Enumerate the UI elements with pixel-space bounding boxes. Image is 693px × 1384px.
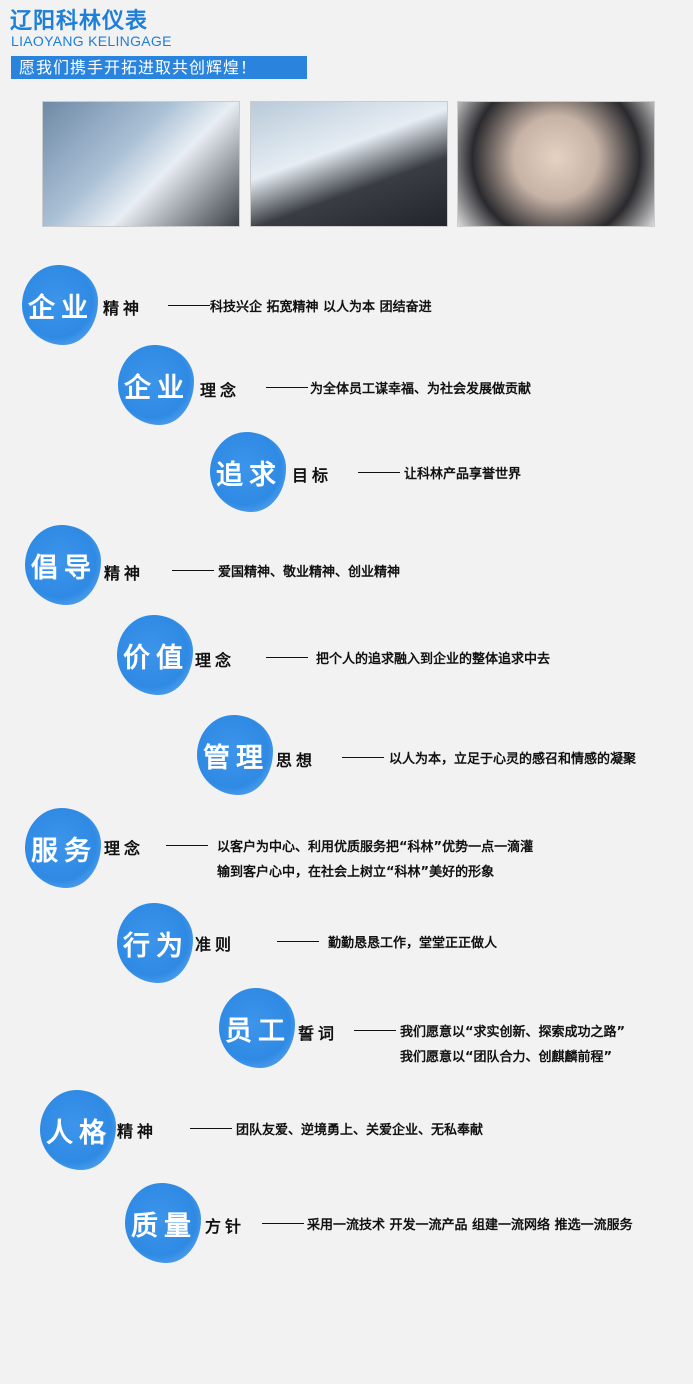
dash-divider bbox=[168, 305, 210, 306]
item-subtitle: 理念 bbox=[200, 381, 241, 400]
dash-divider bbox=[266, 387, 308, 388]
item-text: 勤勤恳恳工作，堂堂正正做人 bbox=[328, 936, 498, 951]
item-text: 为全体员工谋幸福、为社会发展做贡献 bbox=[310, 382, 532, 397]
item-subtitle: 目标 bbox=[292, 466, 333, 485]
dash-divider bbox=[266, 657, 308, 658]
dash-divider bbox=[277, 941, 319, 942]
photo-handshake bbox=[42, 101, 240, 227]
item-text: 以人为本，立足于心灵的感召和情感的凝聚 bbox=[389, 752, 637, 767]
ink-blob-title: 企业 bbox=[118, 345, 194, 425]
ink-blob-title: 员工 bbox=[219, 988, 295, 1068]
logo-en: LIAOYANG KELINGAGE bbox=[11, 33, 172, 49]
photo-team bbox=[457, 101, 655, 227]
item-text: 爱国精神、敬业精神、创业精神 bbox=[218, 565, 401, 580]
item-text: 我们愿意以“求实创新、探索成功之路” bbox=[400, 1025, 626, 1040]
dash-divider bbox=[166, 845, 208, 846]
item-subtitle: 理念 bbox=[195, 651, 236, 670]
ink-blob-title: 管理 bbox=[197, 715, 273, 795]
ink-blob-title: 价值 bbox=[117, 615, 193, 695]
ink-blob-title: 追求 bbox=[210, 432, 286, 512]
item-text: 我们愿意以“团队合力、创麒麟前程” bbox=[400, 1050, 613, 1065]
dash-divider bbox=[190, 1128, 232, 1129]
ink-blob-title: 质量 bbox=[125, 1183, 201, 1263]
item-text: 采用一流技术 开发一流产品 组建一流网络 推选一流服务 bbox=[307, 1218, 633, 1233]
dash-divider bbox=[172, 570, 214, 571]
ink-blob-title: 倡导 bbox=[25, 525, 101, 605]
item-subtitle: 方针 bbox=[205, 1217, 246, 1236]
item-text: 团队友爱、逆境勇上、关爱企业、无私奉献 bbox=[236, 1123, 484, 1138]
ink-blob-title: 服务 bbox=[25, 808, 101, 888]
ink-blob-title: 行为 bbox=[117, 903, 193, 983]
item-text: 把个人的追求融入到企业的整体追求中去 bbox=[316, 652, 551, 667]
item-subtitle: 准则 bbox=[195, 935, 236, 954]
dash-divider bbox=[358, 472, 400, 473]
slogan-banner: 愿我们携手开拓进取共创辉煌！ bbox=[11, 56, 307, 79]
item-subtitle: 誓词 bbox=[298, 1024, 339, 1043]
item-text: 以客户为中心、利用优质服务把“科林”优势一点一滴灌 bbox=[217, 840, 534, 855]
item-subtitle: 精神 bbox=[117, 1122, 158, 1141]
item-subtitle: 理念 bbox=[104, 839, 145, 858]
dash-divider bbox=[262, 1223, 304, 1224]
item-subtitle: 思想 bbox=[276, 751, 317, 770]
ink-blob-title: 人格 bbox=[40, 1090, 116, 1170]
dash-divider bbox=[354, 1030, 396, 1031]
item-text: 让科林产品享誉世界 bbox=[404, 467, 522, 482]
photo-business-meeting bbox=[250, 101, 448, 227]
item-subtitle: 精神 bbox=[103, 299, 144, 318]
item-subtitle: 精神 bbox=[104, 564, 145, 583]
ink-blob-title: 企业 bbox=[22, 265, 98, 345]
item-text: 输到客户心中，在社会上树立“科林”美好的形象 bbox=[217, 865, 495, 880]
logo-cn: 辽阳科林仪表 bbox=[10, 9, 149, 34]
dash-divider bbox=[342, 757, 384, 758]
item-text: 科技兴企 拓宽精神 以人为本 团结奋进 bbox=[210, 300, 432, 315]
